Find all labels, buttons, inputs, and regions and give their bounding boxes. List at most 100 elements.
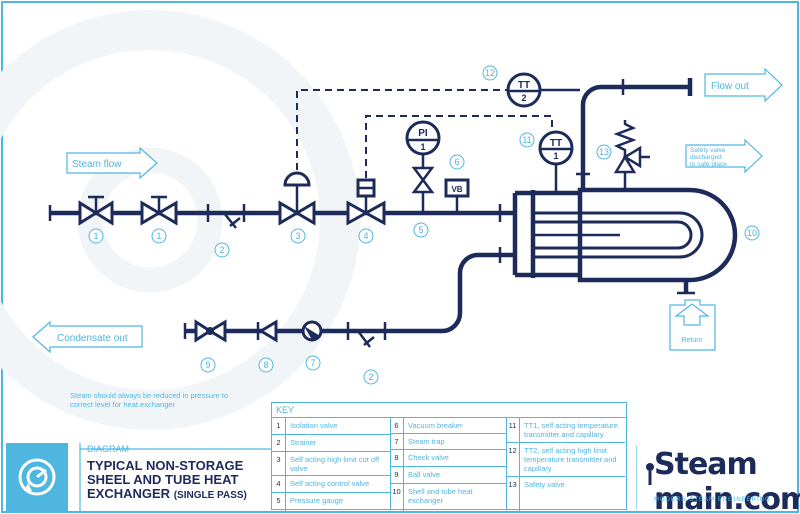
sv-note-line2: discharged — [690, 154, 722, 161]
svg-text:3: 3 — [295, 231, 300, 241]
key-row: 8 Check valve — [390, 449, 506, 467]
tt2-tag: TT — [518, 80, 530, 91]
title-subtitle: (SINGLE PASS) — [173, 490, 247, 501]
svg-text:9: 9 — [205, 360, 210, 370]
callout-2: 2 — [363, 369, 379, 385]
svg-text:6: 6 — [454, 157, 459, 167]
svg-text:8: 8 — [263, 360, 268, 370]
callout-6: 6 — [449, 154, 465, 170]
tt2-instrument: TT 2 — [506, 72, 580, 108]
key-description: Check valve — [408, 453, 449, 462]
svg-text:1: 1 — [93, 231, 98, 241]
safety-valve-note: Safety valve discharged to safe place — [685, 138, 763, 174]
callout-5: 5 — [413, 222, 429, 238]
vb-tag: VB — [451, 185, 462, 194]
high-limit-cutoff-valve — [278, 171, 316, 226]
return-label: Return — [669, 299, 716, 351]
callout-1: 1 — [151, 228, 167, 244]
callout-4: 4 — [358, 228, 374, 244]
key-description: Self acting control valve — [290, 479, 370, 488]
flow-out-pipe — [580, 84, 690, 190]
steam-trap — [301, 320, 323, 342]
svg-text:13: 13 — [599, 147, 609, 157]
key-description: Shell and tube heat exchanger — [408, 487, 473, 505]
title-block: DIAGRAM TYPICAL NON-STORAGE SHEEL AND TU… — [6, 443, 271, 511]
key-description: Strainer — [290, 438, 317, 447]
key-number: 7 — [390, 433, 404, 449]
page-title: TYPICAL NON-STORAGE SHEEL AND TUBE HEAT … — [87, 459, 277, 503]
ball-valve — [194, 319, 227, 343]
svg-text:Steam flow: Steam flow — [72, 159, 122, 170]
key-description: Self acting high limit cut off valve — [290, 455, 380, 473]
tt2-capillary — [296, 89, 508, 170]
tt1-capillary — [365, 115, 553, 178]
key-description: Isolation valve — [290, 421, 338, 430]
key-description: Safety valve — [524, 480, 565, 489]
svg-text:Safety valve discharged: Safety valve discharged to safe place — [690, 147, 727, 168]
key-number: 11 — [506, 417, 520, 442]
key-row: 2 Strainer — [272, 434, 390, 452]
pi-number: 1 — [420, 142, 425, 152]
svg-text:2: 2 — [368, 372, 373, 382]
callout-1: 1 — [88, 228, 104, 244]
svg-text:Flow out: Flow out — [711, 81, 749, 92]
key-number: 8 — [390, 449, 404, 466]
flow-out-label: Flow out — [704, 67, 783, 103]
watermark-ring — [0, 10, 360, 430]
heat-exchanger — [512, 187, 738, 295]
key-description: Ball valve — [408, 470, 441, 479]
logo-icon — [6, 443, 68, 511]
check-valve — [256, 319, 278, 343]
key-number: 3 — [272, 451, 286, 475]
svg-text:12: 12 — [485, 68, 495, 78]
steam-flow-label: Steam flow — [66, 146, 158, 180]
tt2-number: 2 — [521, 93, 526, 103]
safety-valve — [613, 120, 650, 190]
callout-13: 13 — [596, 144, 612, 160]
vacuum-breaker: VB — [444, 178, 470, 213]
pressure-note: Steam should always be reduced in pressu… — [70, 391, 229, 409]
key-number: 10 — [390, 483, 404, 511]
tt1-instrument: TT 1 — [538, 130, 574, 192]
svg-text:10: 10 — [747, 228, 757, 238]
callout-7: 7 — [305, 355, 321, 371]
brand-name: Steam main.com — [654, 447, 800, 514]
brand-tagline: MODERN STEAM ENGINEERING — [654, 497, 771, 503]
svg-text:5: 5 — [418, 225, 423, 235]
svg-text:11: 11 — [522, 135, 531, 145]
svg-text:2: 2 — [219, 245, 224, 255]
key-row: 1 Isolation valve — [272, 417, 390, 435]
svg-text:Condensate out: Condensate out — [57, 333, 128, 344]
isolation-valve-2 — [140, 195, 178, 226]
strainer-1 — [206, 204, 246, 229]
key-row: 7 Steam trap — [390, 433, 506, 450]
callout-9: 9 — [200, 357, 216, 373]
sv-note-line1: Safety valve — [690, 147, 726, 154]
key-number: 1 — [272, 417, 286, 434]
pi-tag: PI — [418, 128, 428, 139]
key-number: 2 — [272, 434, 286, 451]
callout-12: 12 — [482, 65, 498, 81]
svg-text:7: 7 — [310, 358, 315, 368]
pressure-gauge: PI 1 — [405, 120, 441, 213]
key-description: Steam trap — [408, 437, 445, 446]
key-number: 5 — [272, 492, 286, 511]
title-text: DIAGRAM TYPICAL NON-STORAGE SHEEL AND TU… — [72, 443, 271, 511]
key-description: Vacuum breaker — [408, 421, 463, 430]
diagram-label: DIAGRAM — [87, 444, 130, 454]
strainer-2 — [346, 322, 387, 348]
brand-logo: Steam main.com MODERN STEAM ENGINEERING — [636, 445, 800, 514]
svg-text:1: 1 — [156, 231, 161, 241]
condensate-pipe — [185, 252, 515, 334]
key-description: TT2, self acting high limit temperature … — [524, 446, 617, 473]
